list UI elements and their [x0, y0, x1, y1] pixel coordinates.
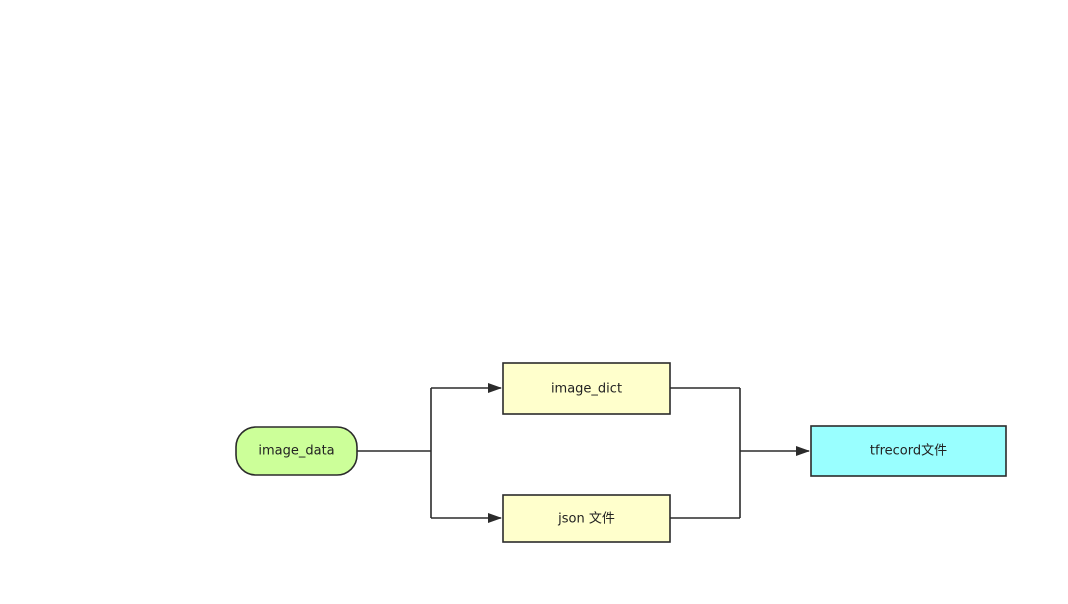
- node-tfrecord-file-shape: [810, 425, 1007, 477]
- node-image-data[interactable]: image_data: [235, 426, 358, 476]
- connectors: [357, 383, 810, 523]
- node-tfrecord-file[interactable]: tfrecord文件: [810, 425, 1007, 477]
- node-image-data-shape: [235, 426, 358, 476]
- node-json-file-shape: [502, 494, 671, 543]
- node-image-data-label: image_data: [258, 444, 334, 459]
- node-json-file[interactable]: json 文件: [502, 494, 671, 543]
- node-tfrecord-file-label: tfrecord文件: [870, 444, 947, 459]
- node-image-dict[interactable]: image_dict: [502, 362, 671, 415]
- node-json-file-label: json 文件: [557, 512, 615, 527]
- node-image-dict-label: image_dict: [551, 382, 622, 397]
- node-image-dict-shape: [502, 362, 671, 415]
